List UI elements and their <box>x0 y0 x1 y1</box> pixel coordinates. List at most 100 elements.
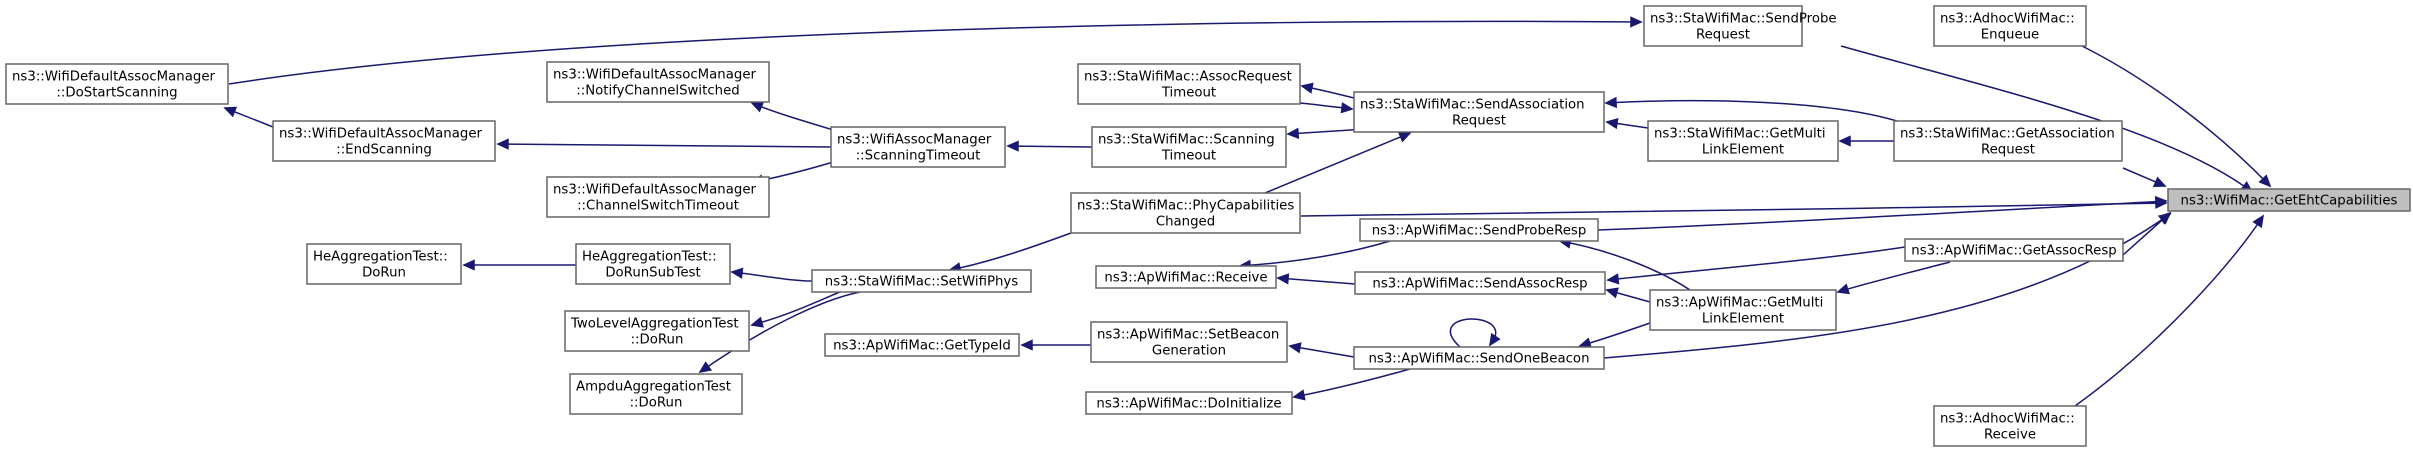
node-setwifiphys[interactable]: ns3::StaWifiMac::SetWifiPhys <box>811 269 1032 293</box>
node-dostartscan[interactable]: ns3::WifiDefaultAssocManager::DoStartSca… <box>5 63 229 105</box>
node-label-line: ::EndScanning <box>336 143 432 158</box>
node-box <box>569 373 743 415</box>
arrow-head <box>1276 273 1290 285</box>
node-label-line: ns3::ApWifiMac::SendOneBeacon <box>1368 352 1589 367</box>
node-heaggsub[interactable]: HeAggregationTest::DoRunSubTest <box>575 243 731 285</box>
node-getassocresp[interactable]: ns3::ApWifiMac::GetAssocResp <box>1904 238 2124 262</box>
node-label-line: ::NotifyChannelSwitched <box>576 84 739 99</box>
node-box <box>1649 289 1837 331</box>
node-apreceive[interactable]: ns3::ApWifiMac::Receive <box>1095 265 1277 289</box>
arrow-head <box>1488 332 1501 347</box>
edge-apgetmulti-to-sendassocresp <box>1605 287 1651 303</box>
edge-sendassocresp-to-apreceive <box>1276 273 1356 285</box>
node-adhocenq[interactable]: ns3::AdhocWifiMac::Enqueue <box>1933 5 2087 47</box>
node-sendproberesp[interactable]: ns3::ApWifiMac::SendProbeResp <box>1359 218 1599 242</box>
node-box <box>1933 405 2087 447</box>
node-chswitchto[interactable]: ns3::WifiDefaultAssocManager::ChannelSwi… <box>546 176 770 218</box>
edge-sendonebeacon-to-sendonebeacon <box>1449 318 1501 348</box>
arrow-head <box>462 259 475 271</box>
arrow-head <box>730 267 744 279</box>
node-box <box>564 310 750 352</box>
node-label-line: AmpduAggregationTest <box>576 380 731 395</box>
edge-getassocreq-to-geteht <box>2122 167 2167 187</box>
node-label-line: ns3::ApWifiMac::SendProbeResp <box>1372 224 1587 239</box>
node-gettypeid[interactable]: ns3::ApWifiMac::GetTypeId <box>824 333 1020 357</box>
node-label-line: Receive <box>1984 428 2036 443</box>
node-label-line: ns3::WifiDefaultAssocManager <box>279 127 482 142</box>
edge-getassocreq-to-stagetmulti <box>1838 135 1894 147</box>
edge-sendprobereq-to-geteht <box>1840 45 2254 194</box>
edge-line <box>1293 368 1411 398</box>
node-heaggtest[interactable]: HeAggregationTest::DoRun <box>306 243 462 285</box>
node-label-line: TwoLevelAggregationTest <box>570 317 739 332</box>
node-label-line: DoRunSubTest <box>605 266 700 281</box>
arrow-head <box>2258 174 2272 188</box>
node-box <box>1095 265 1277 289</box>
edge-sendonebeacon-to-setbeacon <box>1288 342 1355 358</box>
edge-sendonebeacon-to-geteht <box>1603 212 2172 359</box>
node-label-line: ns3::WifiDefaultAssocManager <box>553 183 756 198</box>
edge-line <box>2081 45 2271 187</box>
node-stascanto[interactable]: ns3::StaWifiMac::ScanningTimeout <box>1091 126 1287 168</box>
node-adhocrecv[interactable]: ns3::AdhocWifiMac::Receive <box>1933 405 2087 447</box>
node-ampdutest[interactable]: AmpduAggregationTest::DoRun <box>569 373 743 415</box>
node-label-line: HeAggregationTest:: <box>582 250 717 265</box>
edge-line <box>1579 322 1651 347</box>
edge-phycap-to-setwifiphys <box>948 232 1072 274</box>
arrow-head <box>1288 342 1302 354</box>
edge-layer <box>223 16 2272 407</box>
node-geteht[interactable]: ns3::WifiMac::GetEhtCapabilities <box>2167 188 2411 212</box>
arrow-head <box>2152 176 2167 187</box>
node-label-line: Timeout <box>1161 149 1216 164</box>
edge-line <box>751 291 841 326</box>
node-label-line: ns3::StaWifiMac::GetMulti <box>1654 127 1826 142</box>
arrow-head <box>1606 273 1620 285</box>
node-box <box>5 63 229 105</box>
edge-stagetmulti-to-sendassocreq <box>1605 117 1649 130</box>
edge-sendassocreq-to-assocreqto <box>1300 82 1355 99</box>
arrow-head <box>1578 337 1592 349</box>
node-notifych[interactable]: ns3::WifiDefaultAssocManager::NotifyChan… <box>546 61 770 103</box>
edge-line <box>2074 215 2264 407</box>
edge-line <box>1605 99 1901 123</box>
node-label-line: Generation <box>1152 344 1226 359</box>
node-scantimeout[interactable]: ns3::WifiAssocManager::ScanningTimeout <box>830 126 1006 168</box>
edge-line <box>1559 240 1691 291</box>
arrow-head <box>223 106 238 118</box>
edge-line <box>1607 246 1906 281</box>
node-box <box>830 126 1006 168</box>
edge-adhocenq-to-geteht <box>2081 45 2272 188</box>
node-label-line: ns3::ApWifiMac::SetBeacon <box>1097 328 1279 343</box>
node-doinit[interactable]: ns3::ApWifiMac::DoInitialize <box>1085 391 1293 415</box>
arrow-head <box>2157 212 2172 225</box>
edge-line <box>1277 277 1356 285</box>
edge-line <box>497 143 832 148</box>
node-box <box>1643 5 1803 47</box>
node-box <box>1353 91 1605 133</box>
node-sendonebeacon[interactable]: ns3::ApWifiMac::SendOneBeacon <box>1353 346 1605 370</box>
node-label-line: ns3::StaWifiMac::PhyCapabilities <box>1077 199 1294 214</box>
node-box <box>2167 188 2411 212</box>
node-label-line: DoRun <box>362 266 406 281</box>
node-endscan[interactable]: ns3::WifiDefaultAssocManager::EndScannin… <box>272 120 496 162</box>
edge-sendassocreq-to-phycap <box>1264 131 1412 194</box>
node-label-line: ns3::WifiMac::GetEhtCapabilities <box>2181 194 2398 209</box>
edge-phycap-to-geteht <box>1300 197 2168 217</box>
node-box <box>1933 5 2087 47</box>
edge-line <box>1300 202 2167 217</box>
edge-setwifiphys-to-heaggsub <box>730 267 813 282</box>
node-label-line: ns3::WifiAssocManager <box>837 133 992 148</box>
node-label-line: ::ScanningTimeout <box>856 149 981 164</box>
node-sendassocresp[interactable]: ns3::ApWifiMac::SendAssocResp <box>1354 271 1606 295</box>
node-twolevel[interactable]: TwoLevelAggregationTest::DoRun <box>564 310 750 352</box>
arrow-head <box>698 361 713 374</box>
